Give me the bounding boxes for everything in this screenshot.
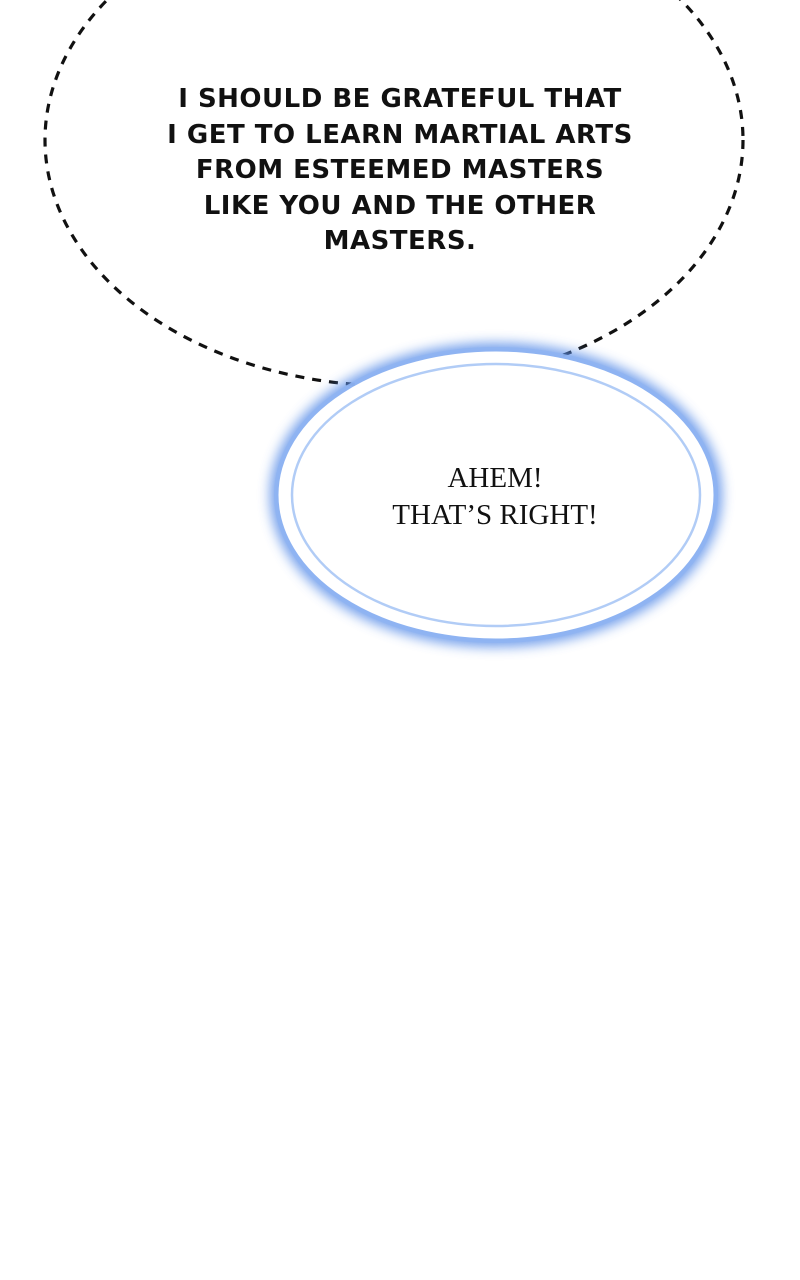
thought-line: I GET TO LEARN MARTIAL ARTS	[167, 119, 633, 150]
thought-bubble-outline	[43, 0, 745, 388]
thought-line: FROM ESTEEMED MASTERS	[195, 155, 605, 185]
thought-line: MASTERS.	[323, 226, 477, 256]
speech-bubble	[270, 343, 722, 647]
thought-line: I SHOULD BE GRATEFUL THAT	[178, 84, 622, 114]
thought-bubble	[43, 0, 745, 388]
speech-line: AHEM!	[447, 462, 543, 494]
speech-bubble-inner-line	[290, 362, 702, 628]
thought-bubble-text: I SHOULD BE GRATEFUL THAT I GET TO LEARN…	[145, 82, 655, 260]
thought-line: LIKE YOU AND THE OTHER	[203, 190, 597, 221]
speech-line: THAT’S RIGHT!	[392, 499, 598, 531]
speech-bubble-body	[278, 351, 714, 639]
speech-bubble-text: AHEM! THAT’S RIGHT!	[340, 460, 650, 534]
